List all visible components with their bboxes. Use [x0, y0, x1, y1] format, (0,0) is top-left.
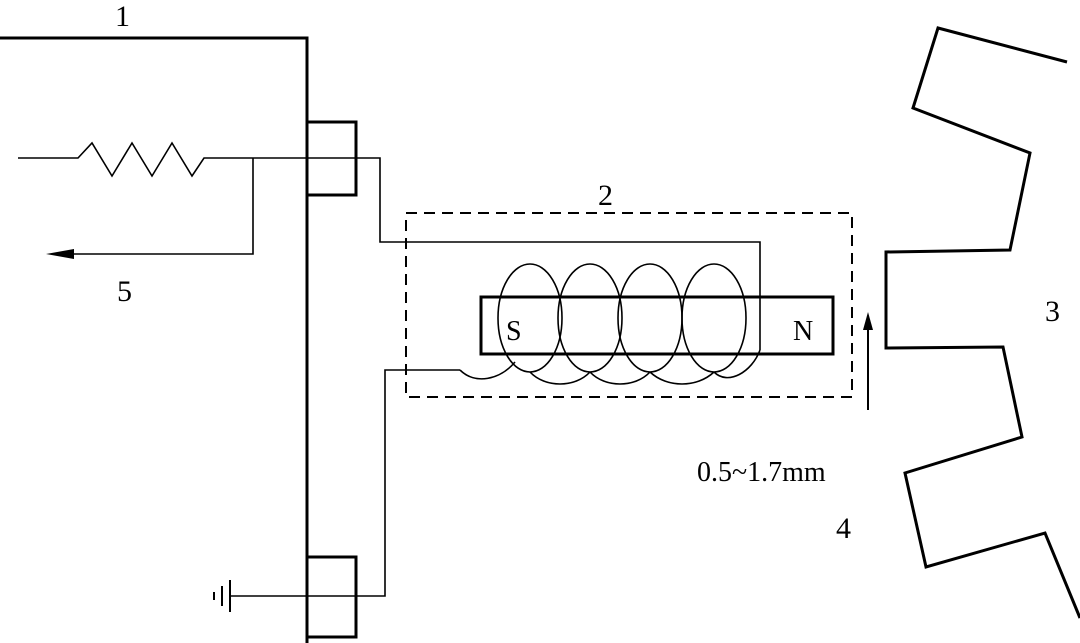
output-branch-wire	[60, 158, 254, 255]
housing	[0, 36, 358, 643]
label-north-pole: N	[793, 316, 813, 347]
label-sensor-assembly: 2	[598, 179, 613, 212]
sensor-enclosure	[405, 212, 853, 398]
signal-circuit	[18, 141, 761, 350]
label-signal-output: 5	[117, 275, 132, 308]
tone-wheel	[884, 26, 1080, 619]
label-housing: 1	[115, 0, 130, 33]
resistor-zigzag-icon	[18, 141, 761, 350]
ground-symbol-icon	[213, 580, 231, 612]
permanent-magnet	[479, 295, 835, 356]
coil-winding	[459, 263, 761, 385]
air-gap-indicator	[863, 312, 873, 410]
ground-wire	[230, 369, 460, 597]
label-south-pole: S	[506, 316, 522, 347]
ground-circuit	[213, 369, 460, 612]
arrow-left-icon	[46, 249, 74, 259]
label-air-gap: 4	[836, 512, 851, 545]
lower-terminal-block	[305, 555, 358, 639]
label-gap-range: 0.5~1.7mm	[697, 457, 826, 488]
label-tone-wheel: 3	[1045, 295, 1060, 328]
